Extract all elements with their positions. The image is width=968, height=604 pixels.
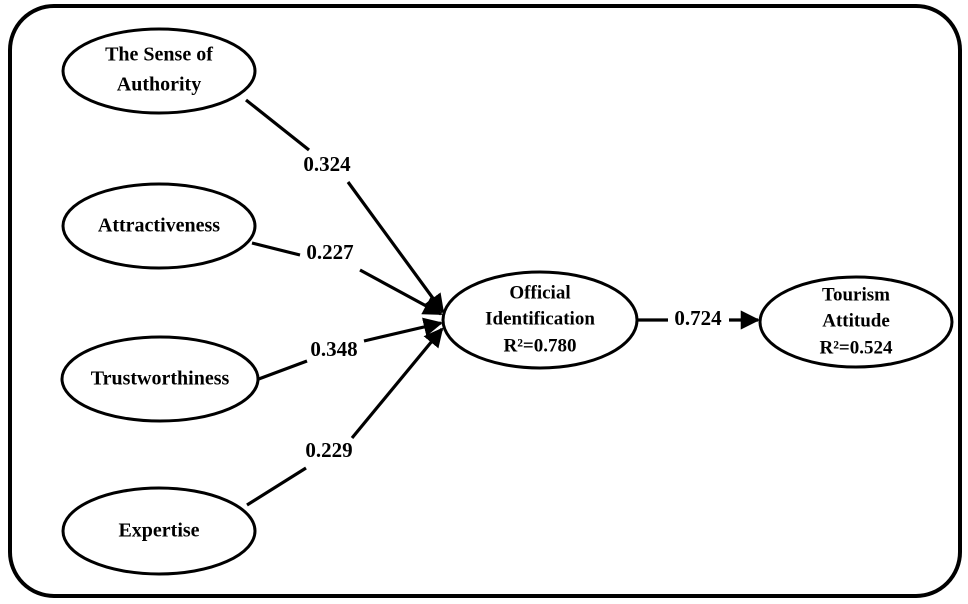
path-authority-to-identification <box>245 98 445 314</box>
node-label-line-2: Authority <box>117 74 201 96</box>
node-ellipse <box>758 275 954 369</box>
node-ellipse <box>60 335 260 423</box>
node-official-identification[interactable]: Official Identification R²=0.780 <box>441 270 639 370</box>
node-label-line-1: Expertise <box>118 520 199 542</box>
path-coefficient-expertise: 0.229 <box>305 438 352 462</box>
node-r-squared: R²=0.524 <box>820 337 893 358</box>
node-trustworthiness[interactable]: Trustworthiness <box>60 335 260 423</box>
node-attractiveness[interactable]: Attractiveness <box>61 182 257 270</box>
diagram-frame <box>8 4 962 598</box>
node-label-line-1: The Sense of <box>105 44 213 66</box>
path-coefficient-trustworthiness: 0.348 <box>310 337 357 361</box>
path-coefficient-attractiveness: 0.227 <box>306 240 353 264</box>
path-trustworthiness-to-identification <box>255 317 443 382</box>
path-expertise-to-identification <box>246 327 444 507</box>
node-ellipse <box>61 182 257 270</box>
node-label-line-2: Identification <box>485 308 595 329</box>
node-label-line-1: Official <box>509 282 570 303</box>
node-ellipse <box>441 270 639 370</box>
path-coefficient-identification-attitude: 0.724 <box>674 306 722 330</box>
node-label-line-1: Attractiveness <box>98 215 220 237</box>
node-label-line-1: Trustworthiness <box>91 368 230 390</box>
node-label-line-1: Tourism <box>822 284 890 305</box>
node-expertise[interactable]: Expertise <box>61 486 257 576</box>
node-sense-of-authority[interactable]: The Sense of Authority <box>61 27 257 115</box>
node-tourism-attitude[interactable]: Tourism Attitude R²=0.524 <box>758 275 954 369</box>
node-ellipse <box>61 486 257 576</box>
node-ellipse <box>61 27 257 115</box>
node-r-squared: R²=0.780 <box>504 335 577 356</box>
path-coefficient-authority: 0.324 <box>303 152 351 176</box>
node-label-line-2: Attitude <box>822 310 890 331</box>
path-attractiveness-to-identification <box>251 241 443 316</box>
